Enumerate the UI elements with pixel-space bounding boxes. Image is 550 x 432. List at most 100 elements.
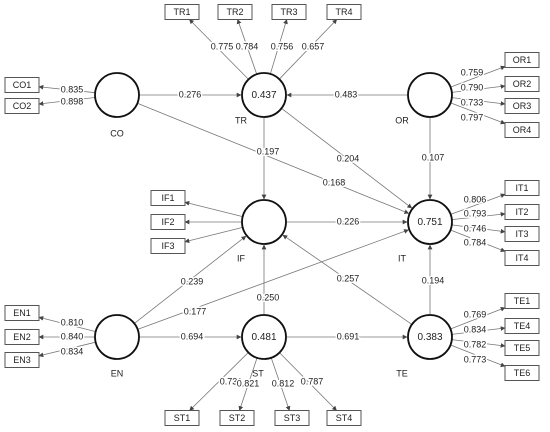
loading-arrow-it4	[450, 229, 506, 253]
path-coefficient-if-it: 0.226	[337, 216, 360, 226]
indicator-label: EN1	[13, 308, 31, 318]
indicator-label: ST4	[336, 413, 353, 423]
indicator-en1: EN1	[4, 305, 40, 321]
indicator-box	[4, 305, 40, 321]
loading-value-te5: 0.782	[464, 339, 487, 349]
indicator-label: CO1	[13, 80, 32, 90]
indicator-it1: IT1	[504, 180, 540, 196]
indicator-box	[150, 190, 186, 206]
indicator-box	[504, 340, 540, 356]
indicator-label: CO2	[13, 101, 32, 111]
indicator-box	[4, 98, 40, 114]
indicator-co2: CO2	[4, 98, 40, 114]
loading-arrow-st4	[279, 352, 337, 411]
latent-or: OR	[395, 72, 453, 125]
loading-value-tr3: 0.756	[271, 41, 294, 51]
indicator-te5: TE5	[504, 340, 540, 356]
loading-arrow-tr1	[189, 19, 249, 80]
loading-arrow-st2	[238, 357, 258, 411]
indicator-label: TR1	[173, 7, 190, 17]
indicator-te6: TE6	[504, 365, 540, 381]
loading-arrow-or2	[451, 84, 506, 93]
path-arrow-co-it	[137, 102, 410, 214]
indicator-label: OR1	[513, 55, 532, 65]
latent-circle	[241, 72, 287, 118]
path-coefficient-tr-it: 0.204	[337, 153, 360, 163]
indicator-co1: CO1	[4, 77, 40, 93]
latent-if: IF	[237, 199, 287, 263]
loading-arrow-co1	[38, 84, 96, 94]
path-coefficient-or-it: 0.107	[422, 152, 445, 162]
indicator-box	[274, 410, 310, 426]
indicator-te4: TE4	[504, 318, 540, 334]
indicator-label: TR2	[226, 7, 243, 17]
indicator-it4: IT4	[504, 250, 540, 266]
indicator-label: ST1	[174, 413, 191, 423]
loading-arrow-en1	[38, 316, 96, 332]
path-coefficient-co-tr: 0.276	[179, 89, 202, 99]
loading-arrow-tr2	[236, 19, 258, 75]
path-coefficient-te-if: 0.257	[337, 273, 360, 283]
loading-value-or3: 0.733	[461, 97, 484, 107]
loading-value-st4: 0.787	[301, 376, 324, 386]
indicator-label: IT4	[515, 253, 528, 263]
latent-label: IF	[237, 253, 246, 263]
loading-arrow-te6	[450, 344, 506, 368]
indicator-box	[217, 4, 253, 20]
r-squared-value: 0.751	[417, 217, 442, 228]
loading-arrow-or3	[451, 97, 506, 106]
latent-circle	[241, 199, 287, 245]
latent-label: EN	[111, 368, 124, 378]
path-arrow-en-it	[137, 229, 409, 330]
latent-circle	[407, 199, 453, 245]
indicator-box	[504, 180, 540, 196]
loading-value-en3: 0.834	[61, 346, 84, 356]
indicator-box	[504, 250, 540, 266]
loading-value-it2: 0.793	[464, 208, 487, 218]
path-coefficient-or-tr: 0.483	[335, 89, 358, 99]
latent-circle	[407, 314, 453, 360]
indicator-label: ST2	[229, 413, 246, 423]
latent-circle	[94, 72, 140, 118]
indicator-en2: EN2	[4, 329, 40, 345]
loading-arrow-st1	[189, 352, 249, 411]
loading-value-or4: 0.797	[461, 112, 484, 122]
latent-en: EN	[94, 314, 140, 378]
indicator-te1: TE1	[504, 293, 540, 309]
latent-label: CO	[110, 128, 124, 138]
loading-value-or2: 0.790	[461, 82, 484, 92]
indicator-box	[504, 122, 540, 138]
indicator-label: IT1	[515, 183, 528, 193]
indicator-st4: ST4	[326, 410, 362, 426]
loading-value-st3: 0.812	[272, 378, 295, 388]
loading-arrow-te1	[450, 306, 506, 330]
loading-value-co2: 0.898	[61, 96, 84, 106]
loading-arrow-or1	[450, 65, 506, 88]
indicator-box	[4, 329, 40, 345]
loading-value-en2: 0.840	[61, 331, 84, 341]
indicator-label: OR4	[513, 125, 532, 135]
latent-label: IT	[398, 253, 407, 263]
latent-circle	[241, 314, 287, 360]
indicator-label: OR3	[513, 101, 532, 111]
edges-layer	[38, 19, 506, 411]
indicator-label: IF1	[161, 193, 174, 203]
loading-value-tr4: 0.657	[302, 41, 325, 51]
latent-co: CO	[94, 72, 140, 138]
indicator-or2: OR2	[504, 76, 540, 92]
loading-value-te4: 0.834	[464, 324, 487, 334]
loading-arrow-st3	[270, 357, 291, 411]
path-arrow-te-if	[282, 234, 413, 325]
indicator-box	[164, 4, 200, 20]
indicator-st1: ST1	[164, 410, 200, 426]
indicator-st2: ST2	[219, 410, 255, 426]
indicator-tr1: TR1	[164, 4, 200, 20]
indicator-box	[150, 238, 186, 254]
indicator-box	[504, 226, 540, 242]
indicator-label: ST3	[284, 413, 301, 423]
loading-arrow-tr4	[278, 19, 338, 80]
